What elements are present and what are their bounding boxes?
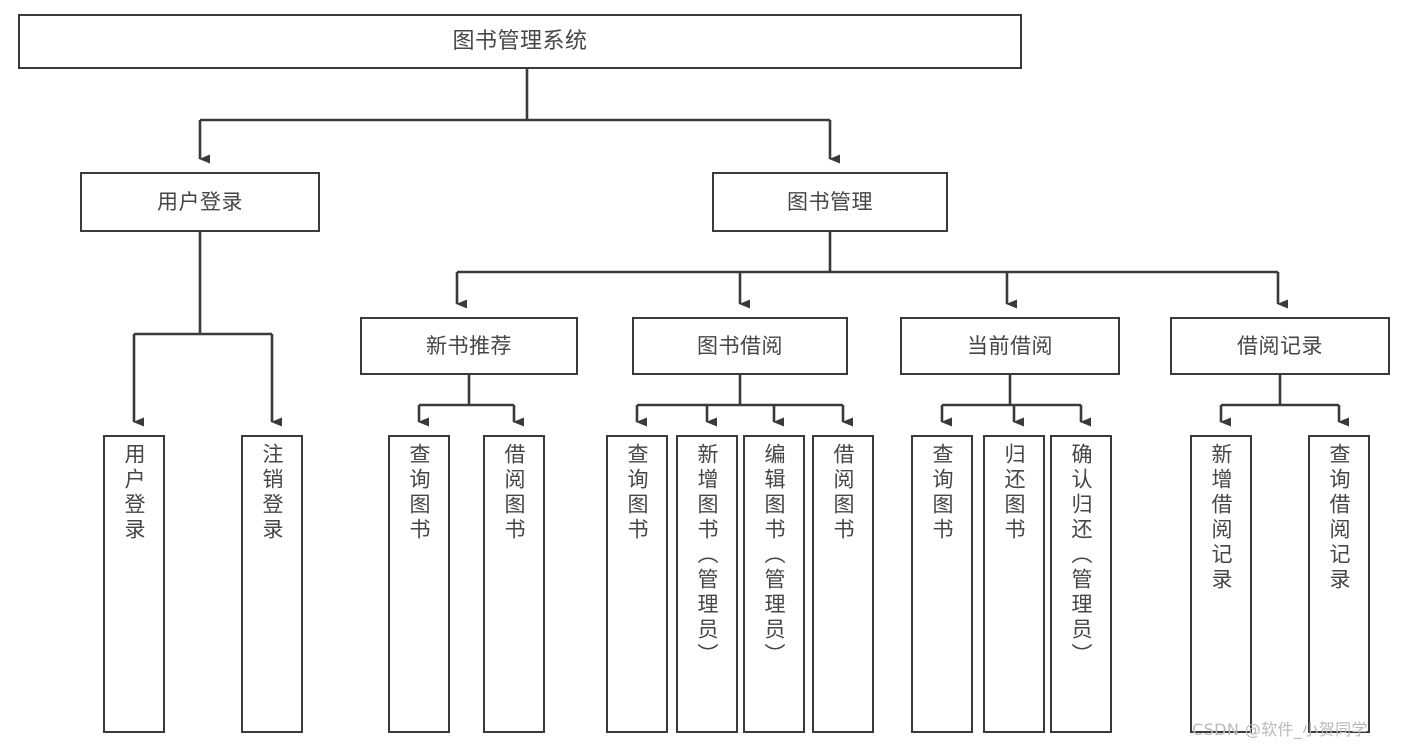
leaf-query-book-1[interactable]: 查询图书	[388, 435, 450, 733]
leaf-query-book-2[interactable]: 查询图书	[606, 435, 668, 733]
node-label: 图书管理系统	[452, 28, 588, 54]
leaf-borrow-book-1[interactable]: 借阅图书	[483, 435, 545, 733]
node-label: 编辑图书（管理员）	[762, 443, 787, 668]
node-root-book-management-system[interactable]: 图书管理系统	[18, 14, 1022, 69]
node-label: 借阅记录	[1237, 333, 1323, 358]
leaf-return-book[interactable]: 归还图书	[983, 435, 1045, 733]
node-label: 借阅图书	[502, 443, 527, 543]
leaf-add-book[interactable]: 新增图书（管理员）	[676, 435, 738, 733]
node-label: 用户登录	[122, 443, 147, 543]
node-label: 查询借阅记录	[1327, 443, 1352, 593]
node-borrow-record[interactable]: 借阅记录	[1170, 317, 1390, 375]
node-label: 用户登录	[157, 189, 243, 214]
node-label: 借阅图书	[831, 443, 856, 543]
node-label: 查询图书	[930, 443, 955, 543]
node-label: 图书管理	[787, 189, 873, 214]
leaf-add-borrow-record[interactable]: 新增借阅记录	[1190, 435, 1252, 733]
node-label: 归还图书	[1002, 443, 1027, 543]
leaf-confirm-return[interactable]: 确认归还（管理员）	[1050, 435, 1112, 733]
leaf-user-login[interactable]: 用户登录	[103, 435, 165, 733]
node-label: 新书推荐	[426, 333, 512, 358]
node-new-book-recommend[interactable]: 新书推荐	[360, 317, 578, 375]
node-label: 确认归还（管理员）	[1069, 443, 1094, 668]
leaf-query-borrow-record[interactable]: 查询借阅记录	[1308, 435, 1370, 733]
node-book-borrow[interactable]: 图书借阅	[632, 317, 848, 375]
node-label: 图书借阅	[697, 333, 783, 358]
node-label: 注销登录	[260, 443, 285, 543]
node-current-borrow[interactable]: 当前借阅	[900, 317, 1120, 375]
leaf-logout[interactable]: 注销登录	[241, 435, 303, 733]
leaf-borrow-book-2[interactable]: 借阅图书	[812, 435, 874, 733]
csdn-watermark: CSDN @软件_小贺同学	[1192, 720, 1368, 739]
node-label: 查询图书	[625, 443, 650, 543]
node-label: 新增借阅记录	[1209, 443, 1234, 593]
leaf-query-book-3[interactable]: 查询图书	[911, 435, 973, 733]
node-user-login[interactable]: 用户登录	[80, 172, 320, 232]
node-label: 新增图书（管理员）	[695, 443, 720, 668]
leaf-edit-book[interactable]: 编辑图书（管理员）	[743, 435, 805, 733]
node-label: 查询图书	[407, 443, 432, 543]
node-book-management[interactable]: 图书管理	[712, 172, 948, 232]
node-label: 当前借阅	[967, 333, 1053, 358]
